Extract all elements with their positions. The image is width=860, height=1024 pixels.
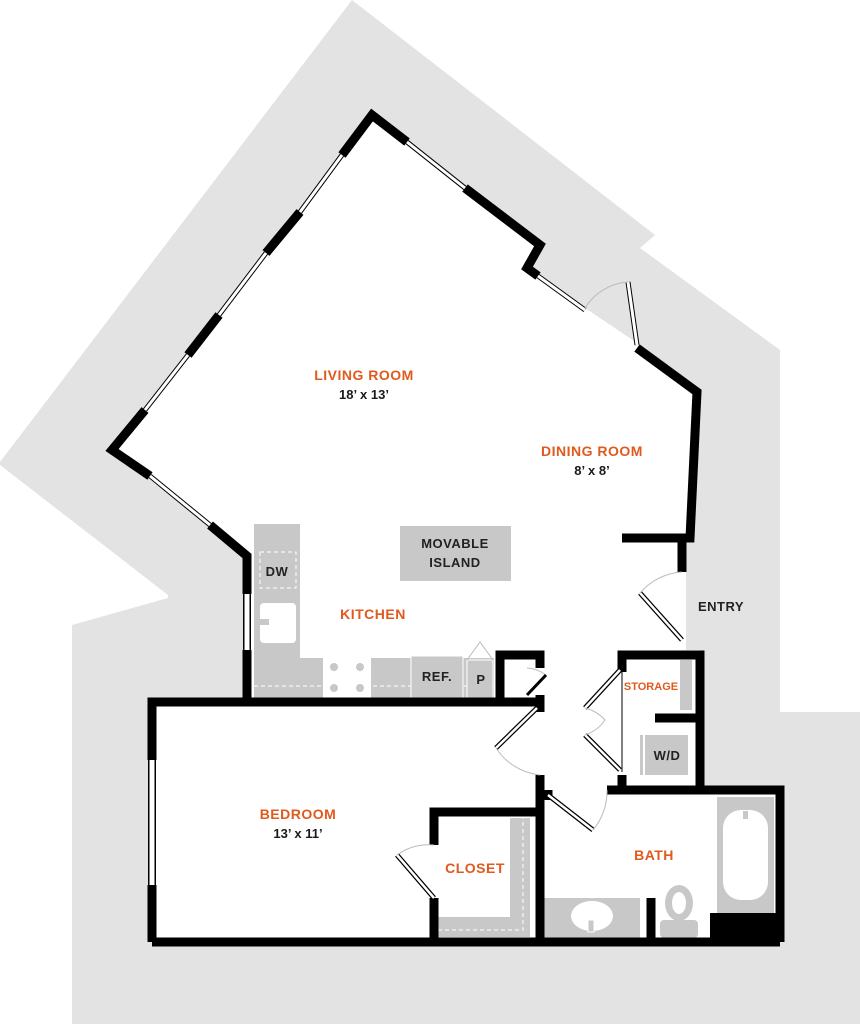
dining-room-label: DINING ROOM — [541, 443, 643, 459]
washer-dryer — [645, 735, 688, 775]
island-label-line1: MOVABLE — [421, 536, 489, 551]
bath-label: BATH — [634, 847, 674, 863]
island-label-line2: ISLAND — [429, 555, 480, 570]
bedroom-label: BEDROOM — [260, 806, 337, 822]
bath-fixtures — [544, 797, 774, 938]
movable-island — [400, 526, 511, 581]
entry-label: ENTRY — [698, 599, 744, 614]
living-room-size: 18’ x 13’ — [339, 387, 389, 402]
refrigerator-label: REF. — [422, 669, 452, 684]
kitchen-label: KITCHEN — [340, 606, 406, 622]
dishwasher-label: DW — [266, 564, 289, 579]
doors — [395, 281, 684, 900]
kitchen-counter — [254, 524, 494, 701]
windows — [143, 140, 640, 885]
bedroom-size: 13’ x 11’ — [273, 826, 322, 841]
closet-label: CLOSET — [445, 860, 505, 876]
sink-icon — [260, 603, 296, 643]
pantry-label: P — [476, 672, 485, 687]
storage-label: STORAGE — [624, 681, 678, 693]
closet-shelf — [438, 818, 530, 937]
storage-shelf — [680, 660, 692, 710]
living-room-label: LIVING ROOM — [314, 367, 414, 383]
washer-dryer-label: W/D — [654, 748, 681, 763]
dining-room-size: 8’ x 8’ — [574, 463, 609, 478]
walls — [105, 108, 785, 947]
cooktop-icon — [323, 658, 371, 698]
